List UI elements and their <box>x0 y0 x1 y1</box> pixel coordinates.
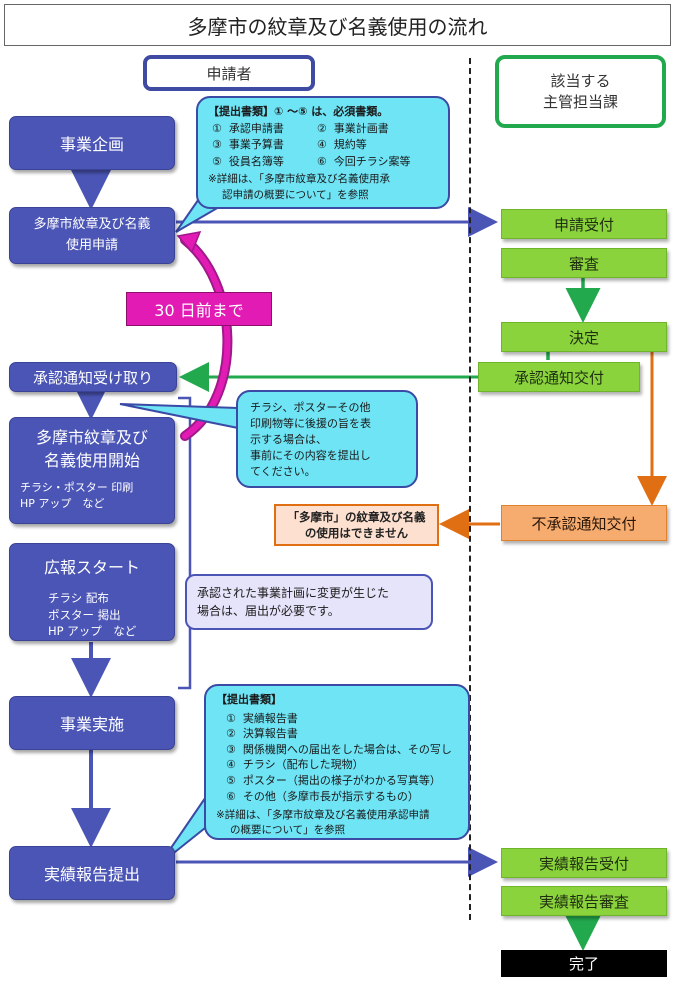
callout-report-item: ③ 関係機関への届出をした場合は、その写し <box>226 742 452 756</box>
page-title-text: 多摩市の紋章及び名義使用の流れ <box>187 14 488 39</box>
step-complete-label: 完了 <box>568 955 599 973</box>
dept-header-line2: 主管担当課 <box>542 92 618 111</box>
applicant-header-label: 申請者 <box>206 64 252 83</box>
callout-report-item: ④ チラシ（配布した現物） <box>226 758 364 772</box>
callout-application-item: ① 承認申請書 ② 事業計画書 <box>212 121 389 135</box>
step-planning: 事業企画 <box>9 116 175 170</box>
callout-report-item: ② 決算報告書 <box>226 727 298 741</box>
step-receive-approval: 承認通知受け取り <box>9 362 177 392</box>
step-application-line1: 多摩市紋章及び名義 <box>33 216 151 232</box>
step-complete: 完了 <box>501 950 667 977</box>
step-implementation-label: 事業実施 <box>59 715 124 734</box>
rejection-message-line2: の使用はできません <box>304 526 409 540</box>
step-report-review-label: 実績報告審査 <box>538 892 629 911</box>
step-review: 審査 <box>501 248 667 278</box>
step-planning-label: 事業企画 <box>59 135 124 154</box>
callout-printed-line: チラシ、ポスターその他 <box>250 401 371 414</box>
deadline-badge-label: 30 日前まで <box>154 301 244 320</box>
step-pr-sub2: ポスター 掲出 <box>48 607 121 622</box>
callout-report-item: ⑥ その他（多摩市長が指示するもの） <box>226 789 419 803</box>
callout-report-item: ⑤ ポスター（掲出の様子がわかる写真等） <box>226 774 441 788</box>
callout-report-heading: 【提出書類】 <box>216 693 282 706</box>
step-review-label: 審査 <box>568 254 599 273</box>
callout-application-note2: 認申請の概要について」を参照 <box>222 188 369 201</box>
rejection-message: 「多摩市」の紋章及び名義 の使用はできません <box>274 504 439 546</box>
step-application: 多摩市紋章及び名義 使用申請 <box>9 207 175 264</box>
callout-printed-materials: チラシ、ポスターその他 印刷物等に後援の旨を表 示する場合は、 事前にその内容を… <box>236 390 418 488</box>
step-pr-sub1: チラシ 配布 <box>48 591 109 605</box>
callout-report-note1: ※詳細は、「多摩市紋章及び名義使用承認申請 <box>216 809 430 822</box>
step-usage-start-sub2: HP アップ など <box>20 497 105 511</box>
step-application-receive: 申請受付 <box>501 209 667 239</box>
step-rejection-notice: 不承認通知交付 <box>501 505 667 541</box>
step-report-receive: 実績報告受付 <box>501 848 667 878</box>
rejection-message-line1: 「多摩市」の紋章及び名義 <box>287 509 426 524</box>
step-report-receive-label: 実績報告受付 <box>538 854 629 873</box>
dept-column-header: 該当する 主管担当課 <box>495 55 666 128</box>
step-application-receive-label: 申請受付 <box>553 215 614 234</box>
step-usage-start-sub1: チラシ・ポスター 印刷 <box>20 481 134 495</box>
callout-application-item: ⑤ 役員名簿等 ⑥ 今回チラシ案等 <box>212 154 411 168</box>
step-receive-approval-label: 承認通知受け取り <box>32 368 153 387</box>
step-decision: 決定 <box>501 322 667 352</box>
callout-printed-line: てください。 <box>250 464 316 478</box>
callout-printed-line: 示する場合は、 <box>250 432 327 446</box>
callout-plan-change-line: 場合は、届出が必要です。 <box>197 604 340 618</box>
deadline-badge: 30 日前まで <box>126 292 272 326</box>
step-report-submit-label: 実績報告提出 <box>43 865 140 884</box>
arrow-deadline-loop <box>180 235 233 441</box>
callout-application-heading: 【提出書類】① ～⑤ は、必須書類。 <box>208 105 389 118</box>
page-title: 多摩市の紋章及び名義使用の流れ <box>4 4 671 46</box>
step-usage-start-line2: 名義使用開始 <box>43 451 140 471</box>
callout-application-note1: ※詳細は、「多摩市紋章及び名義使用承 <box>208 173 391 185</box>
step-approval-notice: 承認通知交付 <box>478 362 640 392</box>
callout-report-note2: の概要について」を参照 <box>230 824 346 837</box>
step-pr-title: 広報スタート <box>43 558 140 577</box>
callout-report-item: ① 実績報告書 <box>226 711 298 725</box>
step-approval-notice-label: 承認通知交付 <box>513 368 604 387</box>
bracket-start-pr <box>178 396 192 690</box>
callout-report-documents: 【提出書類】 ① 実績報告書 ② 決算報告書 ③ 関係機関への届出をした場合は、… <box>204 684 470 840</box>
dept-header-line1: 該当する <box>550 72 611 91</box>
step-rejection-notice-label: 不承認通知交付 <box>531 514 637 533</box>
callout-printed-line: 印刷物等に後援の旨を表 <box>250 416 371 430</box>
callout-application-documents: 【提出書類】① ～⑤ は、必須書類。 ① 承認申請書 ② 事業計画書 ③ 事業予… <box>196 96 450 209</box>
step-application-line2: 使用申請 <box>65 237 118 253</box>
step-decision-label: 決定 <box>568 328 599 347</box>
callout-printed-line: 事前にその内容を提出し <box>250 448 371 462</box>
step-usage-start-line1: 多摩市紋章及び <box>35 428 148 447</box>
step-implementation: 事業実施 <box>9 696 175 750</box>
applicant-column-header: 申請者 <box>143 55 315 91</box>
step-pr-sub3: HP アップ など <box>48 624 137 639</box>
step-usage-start: 多摩市紋章及び 名義使用開始 チラシ・ポスター 印刷 HP アップ など <box>9 417 175 524</box>
step-report-review: 実績報告審査 <box>501 886 667 916</box>
column-divider <box>469 58 471 920</box>
arrow-deadline-head <box>176 231 202 254</box>
step-pr-start: 広報スタート チラシ 配布 ポスター 掲出 HP アップ など <box>9 543 175 641</box>
step-report-submit: 実績報告提出 <box>9 846 175 900</box>
callout-plan-change: 承認された事業計画に変更が生じた 場合は、届出が必要です。 <box>185 574 433 630</box>
callout-plan-change-line: 承認された事業計画に変更が生じた <box>197 586 390 600</box>
callout-application-item: ③ 事業予算書 ④ 規約等 <box>212 138 367 151</box>
